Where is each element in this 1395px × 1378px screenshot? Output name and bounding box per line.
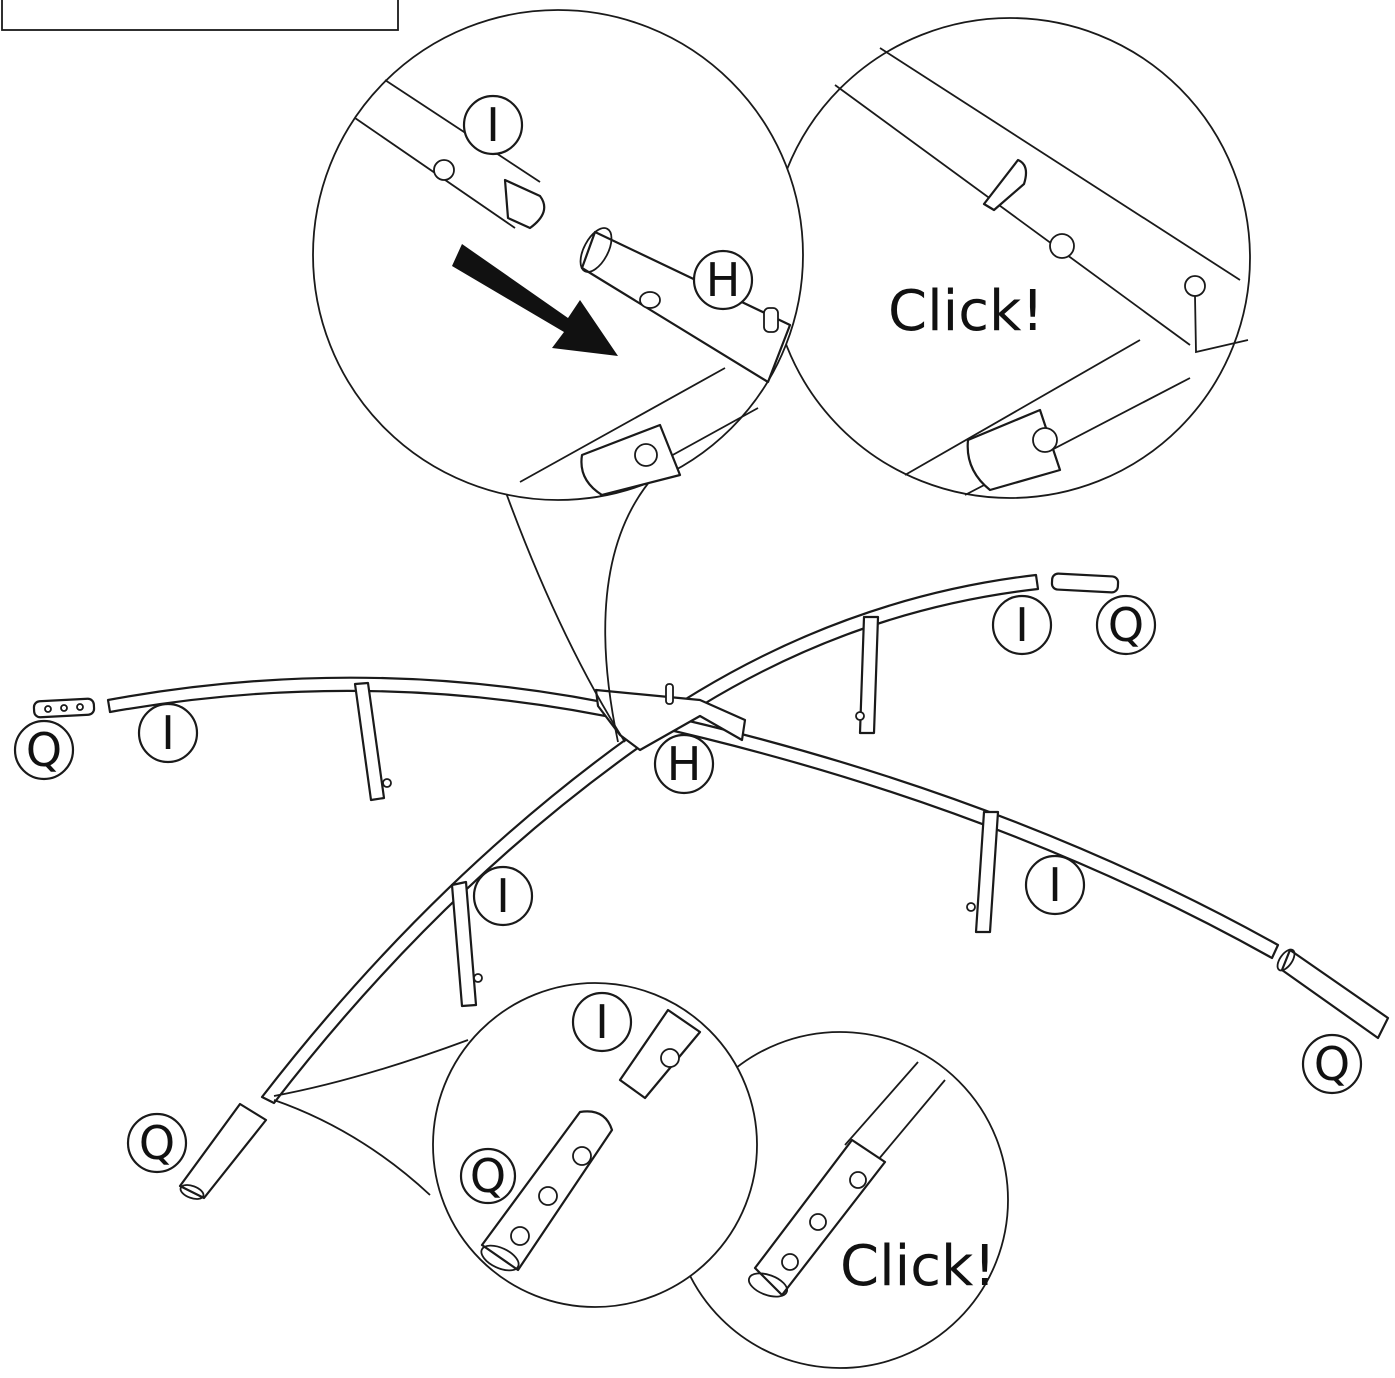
label-q-left: Q: [13, 719, 75, 781]
svg-text:Q: Q: [1314, 1037, 1350, 1091]
svg-text:I: I: [161, 706, 175, 760]
svg-text:I: I: [595, 995, 609, 1049]
label-q-top-right: Q: [1095, 594, 1157, 656]
label-h-top-detail: H: [692, 249, 754, 311]
label-i-bottom-left: I: [472, 865, 534, 927]
svg-text:Q: Q: [26, 723, 62, 777]
leg-left: [353, 681, 386, 802]
header-box: [1, 0, 399, 31]
label-i-top-right: I: [991, 594, 1053, 656]
svg-text:Q: Q: [1108, 598, 1144, 652]
label-q-bottom-left: Q: [126, 1112, 188, 1174]
label-i-bottom-detail: I: [571, 991, 633, 1053]
leg-bottom-right: [974, 810, 1000, 934]
label-i-top-detail: I: [462, 94, 524, 156]
label-i-left: I: [137, 702, 199, 764]
hub-pin: [665, 683, 674, 705]
end-cap-bottom-left: [178, 1102, 268, 1200]
arm-left-to-right: [106, 676, 1280, 960]
svg-text:H: H: [667, 737, 702, 791]
svg-text:Q: Q: [470, 1149, 506, 1203]
insert-arrow-icon: [452, 244, 618, 356]
svg-text:H: H: [706, 253, 741, 307]
part-labels: I I I I I I H H Q Q Q Q Q: [13, 94, 1363, 1205]
click-label-top: Click!: [888, 279, 1044, 344]
label-q-right: Q: [1301, 1033, 1363, 1095]
svg-text:Q: Q: [139, 1116, 175, 1170]
hub-sleeve: [594, 688, 747, 752]
leg-right-top: [858, 615, 880, 735]
leg-bottom-left: [450, 880, 478, 1008]
bottom-detail: Click!: [273, 982, 1009, 1369]
svg-text:I: I: [1015, 598, 1029, 652]
end-cap-top-right: [1050, 572, 1120, 594]
svg-text:I: I: [496, 869, 510, 923]
top-detail: Click!: [312, 9, 1251, 743]
label-q-bottom-detail: Q: [459, 1147, 517, 1205]
svg-text:I: I: [1048, 858, 1062, 912]
svg-text:I: I: [486, 98, 500, 152]
label-h-main: H: [653, 733, 715, 795]
end-cap-right: [1280, 948, 1390, 1040]
detail-circle-top-left: [312, 9, 804, 501]
arm-bottom-to-top: [260, 573, 1040, 1105]
click-label-bottom: Click!: [840, 1234, 996, 1299]
label-i-bottom-right: I: [1024, 854, 1086, 916]
main-frame: [32, 572, 1390, 1200]
